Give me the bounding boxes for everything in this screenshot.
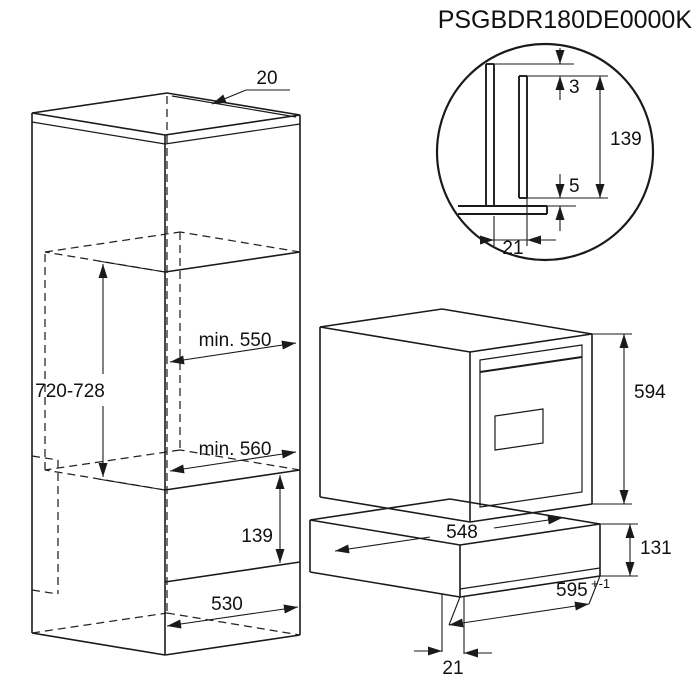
dim-lower-height: 131 <box>600 523 672 577</box>
detail-oven-front-profile <box>518 75 528 199</box>
dim-oven-height-label: 594 <box>634 382 666 403</box>
dim-detail-front-depth: 21 <box>480 198 556 259</box>
oven-door <box>479 344 583 508</box>
dim-detail-bottom-overlap: 5 <box>547 174 580 231</box>
dim-top-clearance: 20 <box>211 68 290 105</box>
dim-detail-top-gap: 3 <box>494 48 580 100</box>
dim-front-overhang-label: 21 <box>442 658 463 679</box>
dim-detail-front-height: 139 <box>527 75 642 199</box>
built-in-oven-drawing: 594 <box>319 308 666 523</box>
dim-detail-top-gap-label: 3 <box>569 77 580 98</box>
dim-niche-depth-label: min. 550 <box>199 330 272 351</box>
dim-cutout-width-label: 530 <box>211 594 243 615</box>
oven-outline <box>319 308 593 523</box>
dim-oven-height: 594 <box>592 333 666 505</box>
oven-handle <box>479 356 583 373</box>
dim-top-clearance-label: 20 <box>256 68 277 89</box>
dim-cutout-width: 530 <box>166 594 299 629</box>
cabinet-outline <box>31 92 301 656</box>
cabinet-hidden-lines <box>31 96 301 636</box>
dim-niche-width-label: min. 560 <box>199 439 272 460</box>
dim-lower-height-label: 131 <box>640 538 672 559</box>
detail-cabinet-profile <box>458 63 548 215</box>
detail-circle <box>435 42 655 262</box>
tall-cabinet-drawing: 20 720-728 min. 550 min. 560 139 530 <box>31 68 301 656</box>
oven-display-window <box>494 408 544 451</box>
dim-detail-front-depth-label: 21 <box>502 238 523 259</box>
dim-front-overhang: 21 <box>414 594 492 679</box>
dim-niche-height: 720-728 <box>35 260 166 491</box>
dim-front-width-label: 595 <box>556 580 588 601</box>
dim-body-width-label: 548 <box>446 522 478 543</box>
dim-front-panel-height-label: 139 <box>241 526 273 547</box>
dim-front-width: 595 +-1 <box>448 575 610 628</box>
detail-view: 3 139 5 21 <box>435 42 655 262</box>
dim-front-panel-height: 139 <box>241 475 285 563</box>
drawing-title: PSGBDR180DE0000K <box>438 6 693 34</box>
dim-detail-bottom-overlap-label: 5 <box>569 176 580 197</box>
warming-drawer-drawing: 548 131 595 +-1 21 <box>309 498 672 679</box>
drawer-outline <box>309 498 601 598</box>
dim-front-width-tolerance-label: +-1 <box>591 576 610 591</box>
dim-niche-width: min. 560 <box>169 439 297 474</box>
dim-niche-height-label: 720-728 <box>35 381 105 402</box>
dim-body-width: 548 <box>334 515 563 554</box>
dim-niche-depth: min. 550 <box>169 330 297 365</box>
dim-detail-front-height-label: 139 <box>610 129 642 150</box>
